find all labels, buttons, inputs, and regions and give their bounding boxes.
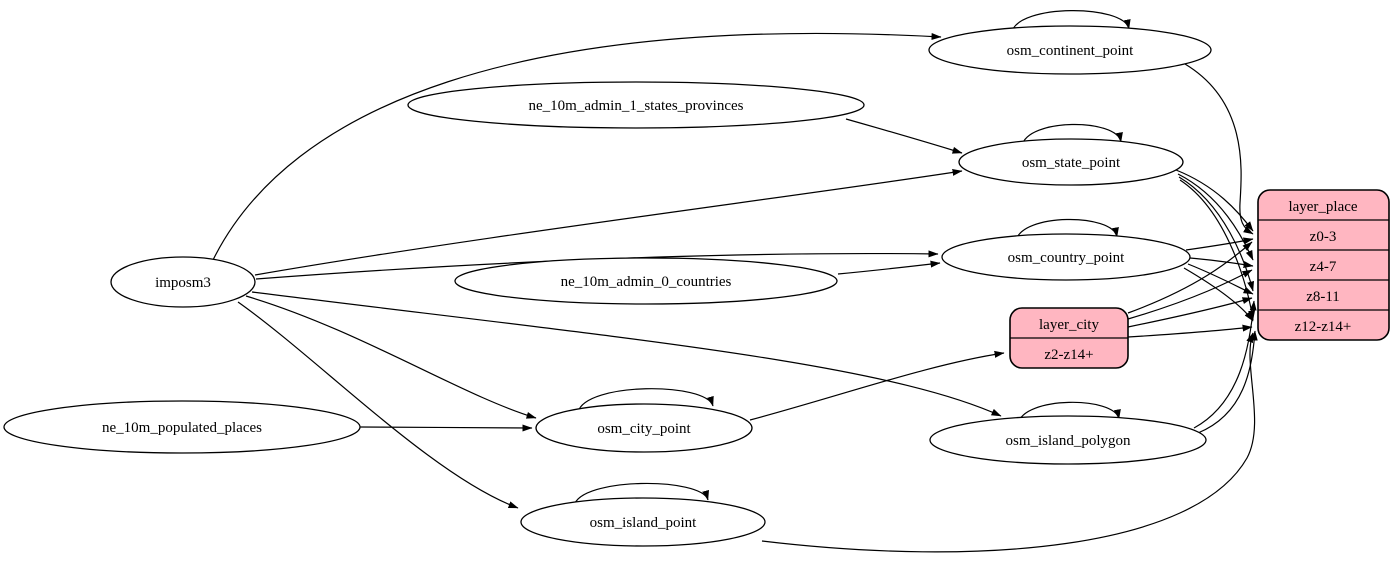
imposm3-ellipse xyxy=(110,256,256,308)
layer_place-row-z8-11: z8-11 xyxy=(1306,289,1340,305)
layer_place-row-z12-z14: z12-z14+ xyxy=(1295,319,1352,335)
node-ne_10m_admin_1_states_provinces: ne_10m_admin_1_states_provinces xyxy=(407,81,865,129)
self-loop-osm_city_point xyxy=(577,388,714,413)
self-loop-osm_island_polygon xyxy=(1017,401,1121,425)
osm_state_point-ellipse xyxy=(958,138,1184,186)
edge-osm_country_point-layer_place-z12-z14 xyxy=(1183,267,1254,322)
self-loop-osm_state_point xyxy=(1021,123,1123,147)
edge-ne_10m_admin_1_states_provinces-osm_state_point xyxy=(845,118,963,154)
layer_city-row-z2-z14: z2-z14+ xyxy=(1044,347,1093,363)
edge-layer xyxy=(212,10,1258,553)
osm_country_point-label: osm_country_point xyxy=(1008,250,1125,266)
edge-imposm3-osm_country_point xyxy=(255,250,939,280)
node-ne_10m_admin_0_countries: ne_10m_admin_0_countries xyxy=(454,257,838,305)
layer_place-row-z4-7: z4-7 xyxy=(1310,259,1337,275)
edge-layer_city-layer_place-z8-11 xyxy=(1127,297,1253,328)
osm_island_point-label: osm_island_point xyxy=(590,515,698,531)
layer_place-row-z0-3: z0-3 xyxy=(1310,229,1337,245)
osm_island_polygon-label: osm_island_polygon xyxy=(1005,433,1131,449)
ne_10m_admin_0_countries-ellipse xyxy=(454,257,838,305)
edge-layer_city-layer_place-z4-7 xyxy=(1127,269,1253,320)
edge-imposm3-osm_city_point xyxy=(245,295,537,419)
node-osm_continent_point: osm_continent_point xyxy=(928,25,1212,75)
edge-osm_state_point-layer_place-z8-11 xyxy=(1178,176,1255,292)
node-osm_country_point: osm_country_point xyxy=(941,233,1191,281)
edge-osm_state_point-layer_place-z4-7 xyxy=(1177,173,1254,261)
edge-osm_continent_point-layer_place-z0-3 xyxy=(1184,63,1254,235)
edge-osm_island_polygon-layer_place-z12-z14 xyxy=(1197,330,1258,434)
osm_continent_point-ellipse xyxy=(928,25,1212,75)
self-loop-osm_continent_point xyxy=(1011,10,1131,33)
ne_10m_admin_1_states_provinces-ellipse xyxy=(407,81,865,129)
edge-layer_city-layer_place-z12-z14 xyxy=(1127,324,1253,338)
osm_island_point-ellipse xyxy=(520,497,766,547)
edge-osm_country_point-layer_place-z4-7 xyxy=(1189,257,1254,268)
self-loop-osm_country_point xyxy=(1015,218,1119,242)
node-imposm3: imposm3 xyxy=(110,256,256,308)
edge-imposm3-osm_continent_point xyxy=(212,32,942,261)
ne_10m_admin_0_countries-label: ne_10m_admin_0_countries xyxy=(561,274,732,290)
node-ne_10m_populated_places: ne_10m_populated_places xyxy=(3,400,361,454)
edge-osm_country_point-layer_place-z0-3 xyxy=(1185,237,1254,251)
edge-osm_island_point-layer_place-z12-z14 xyxy=(761,332,1256,553)
node-osm_island_polygon: osm_island_polygon xyxy=(929,415,1207,465)
edge-imposm3-osm_state_point xyxy=(254,168,963,276)
osm_continent_point-label: osm_continent_point xyxy=(1007,43,1134,59)
edge-ne_10m_populated_places-osm_city_point xyxy=(359,424,533,432)
edge-imposm3-osm_island_point xyxy=(237,301,519,509)
edge-layer_city-layer_place-z0-3 xyxy=(1127,241,1253,314)
node-osm_city_point: osm_city_point xyxy=(535,403,753,453)
ne_10m_admin_1_states_provinces-label: ne_10m_admin_1_states_provinces xyxy=(529,98,744,114)
record-layer_place: layer_place z0-3 z4-7 z8-11 z12-z14+ xyxy=(1257,189,1390,341)
edge-osm_island_polygon-layer_place-z8-11 xyxy=(1193,300,1257,429)
imposm3-label: imposm3 xyxy=(155,275,211,291)
ne_10m_populated_places-ellipse xyxy=(3,400,361,454)
edge-osm_state_point-layer_place-z0-3 xyxy=(1175,169,1254,232)
osm_city_point-ellipse xyxy=(535,403,753,453)
edge-ne_10m_admin_0_countries-osm_country_point xyxy=(837,260,941,275)
ne_10m_populated_places-label: ne_10m_populated_places xyxy=(102,420,262,436)
edge-osm_city_point-layer_city-z2 xyxy=(749,350,1005,421)
self-loop-osm_island_point xyxy=(573,482,709,507)
layer_city-title: layer_city xyxy=(1039,317,1099,333)
edge-imposm3-osm_island_polygon xyxy=(251,291,1002,417)
node-osm_state_point: osm_state_point xyxy=(958,138,1184,186)
osm_state_point-label: osm_state_point xyxy=(1022,155,1121,171)
record-layer_city: layer_city z2-z14+ xyxy=(1009,307,1129,369)
osm_island_polygon-ellipse xyxy=(929,415,1207,465)
osm_country_point-ellipse xyxy=(941,233,1191,281)
layer_place-box xyxy=(1257,189,1390,341)
osm_city_point-label: osm_city_point xyxy=(597,421,691,437)
layer_place-title: layer_place xyxy=(1288,199,1357,215)
node-osm_island_point: osm_island_point xyxy=(520,497,766,547)
edge-osm_country_point-layer_place-z8-11 xyxy=(1187,263,1254,295)
